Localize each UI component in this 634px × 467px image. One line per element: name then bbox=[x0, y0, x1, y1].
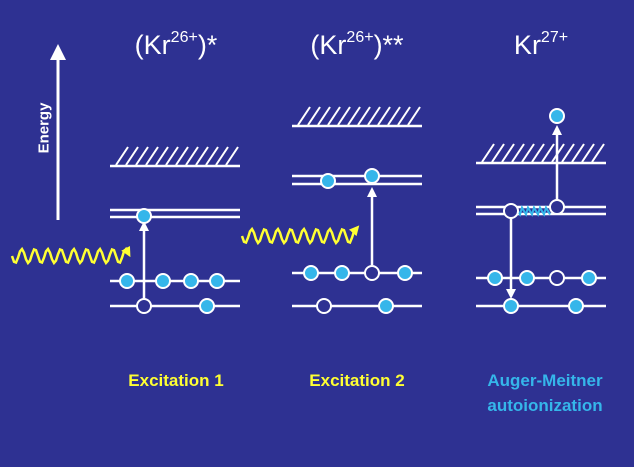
photon-wave bbox=[10, 245, 131, 266]
hatch-stroke bbox=[307, 106, 321, 126]
photon-wave bbox=[240, 225, 360, 246]
electron bbox=[487, 270, 503, 286]
electron bbox=[378, 298, 394, 314]
hatch-stroke bbox=[125, 146, 139, 166]
hatch-stroke bbox=[377, 106, 391, 126]
hole bbox=[316, 298, 332, 314]
hole bbox=[549, 199, 565, 215]
hatch-stroke bbox=[347, 106, 361, 126]
hatch-stroke bbox=[571, 143, 585, 163]
hatch-stroke bbox=[155, 146, 169, 166]
hatch-stroke bbox=[521, 143, 535, 163]
electron bbox=[183, 273, 199, 289]
hatch-stroke bbox=[215, 146, 229, 166]
hatch-stroke bbox=[367, 106, 381, 126]
caption-excitation-1: Excitation 1 bbox=[128, 371, 224, 390]
hatch-stroke bbox=[297, 106, 311, 126]
hatch-stroke bbox=[205, 146, 219, 166]
hatch-stroke bbox=[185, 146, 199, 166]
hatch-stroke bbox=[501, 143, 515, 163]
hatch-stroke bbox=[195, 146, 209, 166]
panel-auger-meitner bbox=[476, 108, 606, 314]
hatch-stroke bbox=[397, 106, 411, 126]
electron bbox=[119, 273, 135, 289]
electron bbox=[303, 265, 319, 281]
continuum-hatch bbox=[115, 146, 239, 166]
hatch-stroke bbox=[511, 143, 525, 163]
electron bbox=[364, 168, 380, 184]
panel-2-title: (Kr26+)** bbox=[310, 29, 404, 61]
hatch-stroke bbox=[407, 106, 421, 126]
electron bbox=[397, 265, 413, 281]
hatch-stroke bbox=[541, 143, 555, 163]
hatch-stroke bbox=[115, 146, 129, 166]
hatch-stroke bbox=[581, 143, 595, 163]
hatch-stroke bbox=[357, 106, 371, 126]
hatch-stroke bbox=[327, 106, 341, 126]
hole bbox=[364, 265, 380, 281]
hatch-stroke bbox=[225, 146, 239, 166]
hatch-stroke bbox=[591, 143, 605, 163]
virtual-photon-wave bbox=[517, 204, 551, 218]
caption-excitation-2: Excitation 2 bbox=[309, 371, 405, 390]
panel-3-title: Kr27+ bbox=[513, 29, 569, 61]
panel-excitation-2 bbox=[240, 106, 422, 314]
hatch-stroke bbox=[481, 143, 495, 163]
hatch-stroke bbox=[531, 143, 545, 163]
energy-axis-label: Energy bbox=[35, 102, 53, 154]
hatch-stroke bbox=[145, 146, 159, 166]
hole bbox=[549, 270, 565, 286]
continuum-hatch bbox=[297, 106, 421, 126]
electron bbox=[503, 298, 519, 314]
hatch-stroke bbox=[175, 146, 189, 166]
hatch-stroke bbox=[337, 106, 351, 126]
electron bbox=[334, 265, 350, 281]
electron bbox=[136, 208, 152, 224]
electron bbox=[581, 270, 597, 286]
hole bbox=[503, 203, 519, 219]
hatch-stroke bbox=[561, 143, 575, 163]
panel-1-title: (Kr26+)* bbox=[134, 29, 218, 61]
ejected-electron bbox=[549, 108, 565, 124]
hatch-stroke bbox=[135, 146, 149, 166]
continuum-hatch bbox=[481, 143, 605, 163]
panel-excitation-1 bbox=[10, 146, 240, 314]
hatch-stroke bbox=[491, 143, 505, 163]
hatch-stroke bbox=[317, 106, 331, 126]
electron bbox=[568, 298, 584, 314]
electron bbox=[199, 298, 215, 314]
electron bbox=[519, 270, 535, 286]
hole bbox=[136, 298, 152, 314]
electron bbox=[209, 273, 225, 289]
electron bbox=[320, 173, 336, 189]
hatch-stroke bbox=[387, 106, 401, 126]
hatch-stroke bbox=[165, 146, 179, 166]
electron bbox=[155, 273, 171, 289]
